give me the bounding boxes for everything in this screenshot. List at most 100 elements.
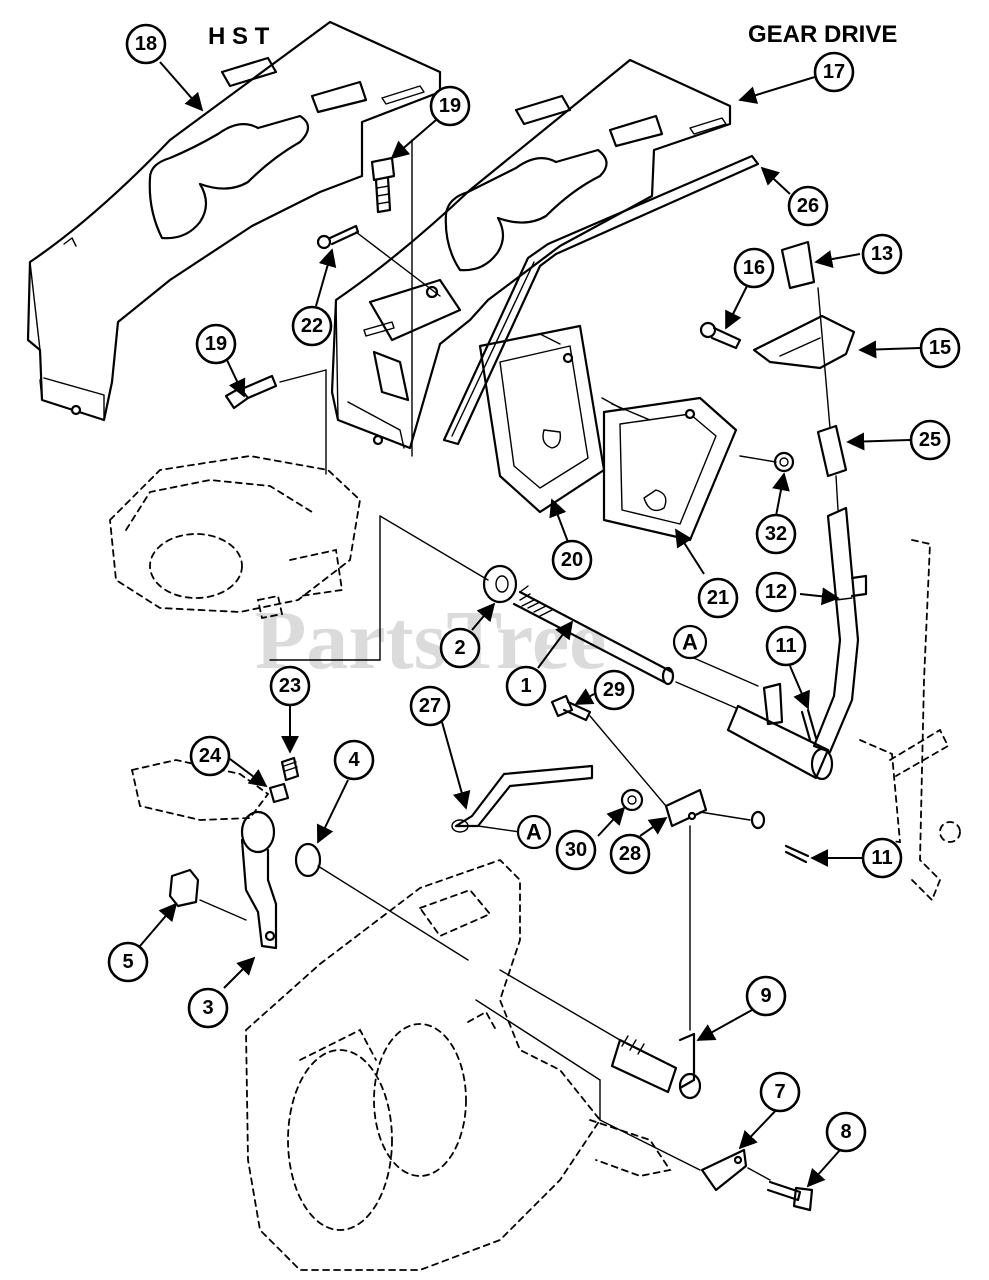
callout-8[interactable]: 8 (825, 1111, 867, 1153)
screw-16 (699, 321, 742, 350)
svg-text:18: 18 (135, 33, 157, 55)
callout-32[interactable]: 32 (755, 513, 797, 555)
svg-text:16: 16 (743, 257, 765, 279)
callout-9[interactable]: 9 (745, 975, 787, 1017)
svg-text:30: 30 (565, 839, 587, 861)
callout-3[interactable]: 3 (187, 987, 229, 1029)
svg-text:32: 32 (765, 523, 787, 545)
nut-32 (773, 451, 795, 473)
svg-text:28: 28 (619, 843, 641, 865)
svg-text:19: 19 (439, 95, 461, 117)
callout-25[interactable]: 25 (909, 419, 951, 461)
callout-17[interactable]: 17 (813, 51, 855, 93)
reference-tag-a-upper: A (672, 624, 708, 660)
callout-2[interactable]: 2 (439, 627, 481, 669)
knob-13 (780, 240, 816, 290)
callout-27[interactable]: 27 (409, 685, 451, 727)
svg-text:29: 29 (603, 679, 625, 701)
reference-tag-a-lower: A (516, 814, 552, 850)
hst-shift-plate-18 (26, 20, 442, 422)
svg-text:20: 20 (561, 549, 583, 571)
svg-text:A: A (682, 630, 698, 655)
svg-text:17: 17 (823, 61, 845, 83)
lever-7 (700, 1148, 748, 1192)
o-ring-4 (294, 842, 322, 878)
screw-22 (316, 224, 360, 250)
svg-text:9: 9 (760, 985, 771, 1007)
callout-29[interactable]: 29 (593, 669, 635, 711)
svg-text:21: 21 (707, 587, 729, 609)
callout-19-upper[interactable]: 19 (429, 85, 471, 127)
svg-text:19: 19 (205, 333, 227, 355)
callout-16[interactable]: 16 (733, 247, 775, 289)
bolt-8 (766, 1180, 814, 1212)
transmission-outline-lower (245, 858, 672, 1271)
sleeve-25 (816, 424, 848, 478)
svg-text:11: 11 (775, 635, 796, 657)
gasket-20 (478, 324, 606, 514)
callout-4[interactable]: 4 (333, 739, 375, 781)
callout-7[interactable]: 7 (759, 1071, 801, 1113)
svg-text:12: 12 (765, 581, 787, 603)
parts-tree-watermark: PartsTree (255, 594, 606, 687)
callout-12[interactable]: 12 (755, 571, 797, 613)
svg-text:24: 24 (199, 745, 222, 767)
shift-lever-12 (812, 506, 868, 754)
svg-text:27: 27 (419, 695, 441, 717)
callout-22[interactable]: 22 (291, 305, 333, 347)
callout-11-upper[interactable]: 11 (765, 625, 807, 667)
callout-5[interactable]: 5 (107, 941, 149, 983)
svg-text:3: 3 (202, 997, 213, 1019)
svg-text:22: 22 (301, 315, 323, 337)
shift-arm-9 (610, 1032, 702, 1100)
callout-1[interactable]: 1 (505, 665, 547, 707)
callout-19-lower[interactable]: 19 (195, 323, 237, 365)
clevis-28 (664, 788, 708, 828)
callout-30[interactable]: 30 (555, 829, 597, 871)
callout-28[interactable]: 28 (609, 833, 651, 875)
callout-13[interactable]: 13 (861, 233, 903, 275)
arm-3 (240, 810, 278, 950)
svg-text:1: 1 (520, 675, 531, 697)
hst-heading: H S T (208, 23, 270, 50)
nut-30 (620, 788, 644, 812)
nut-24 (268, 782, 290, 804)
bracket-15 (752, 314, 856, 370)
shift-rod-26 (442, 154, 760, 446)
bolt-19-upper (370, 156, 396, 214)
svg-text:23: 23 (279, 675, 301, 697)
callout-20[interactable]: 20 (551, 539, 593, 581)
cross-tube (726, 682, 834, 781)
rod-27 (451, 764, 594, 833)
set-screw-23 (280, 756, 300, 782)
callout-23[interactable]: 23 (269, 665, 311, 707)
transmission-outline-left-bracket (130, 759, 270, 821)
gear-drive-shift-plate-17 (330, 58, 732, 450)
leader-arrows (139, 61, 921, 1188)
collar-2 (482, 564, 518, 604)
svg-text:4: 4 (348, 749, 360, 771)
block-5 (168, 868, 200, 908)
callout-15[interactable]: 15 (919, 327, 961, 369)
shaft-1 (512, 585, 675, 686)
callout-18[interactable]: 18 (125, 23, 167, 65)
gasket-21 (602, 396, 738, 542)
callout-21[interactable]: 21 (697, 577, 739, 619)
svg-text:5: 5 (122, 951, 133, 973)
svg-text:26: 26 (797, 195, 819, 217)
callout-26[interactable]: 26 (787, 185, 829, 227)
svg-text:8: 8 (840, 1121, 851, 1143)
washer-and-pin-11-lower (750, 810, 810, 864)
svg-text:2: 2 (454, 637, 465, 659)
bolt-29 (550, 694, 592, 722)
svg-text:A: A (526, 820, 542, 845)
alignment-lines (199, 139, 839, 1181)
svg-text:7: 7 (774, 1081, 785, 1103)
bolt-19-lower (224, 374, 278, 410)
svg-text:15: 15 (929, 337, 951, 359)
gear-drive-heading: GEAR DRIVE (748, 21, 897, 48)
callout-24[interactable]: 24 (189, 735, 231, 777)
callout-11-lower[interactable]: 11 (861, 837, 903, 879)
svg-text:13: 13 (871, 243, 893, 265)
